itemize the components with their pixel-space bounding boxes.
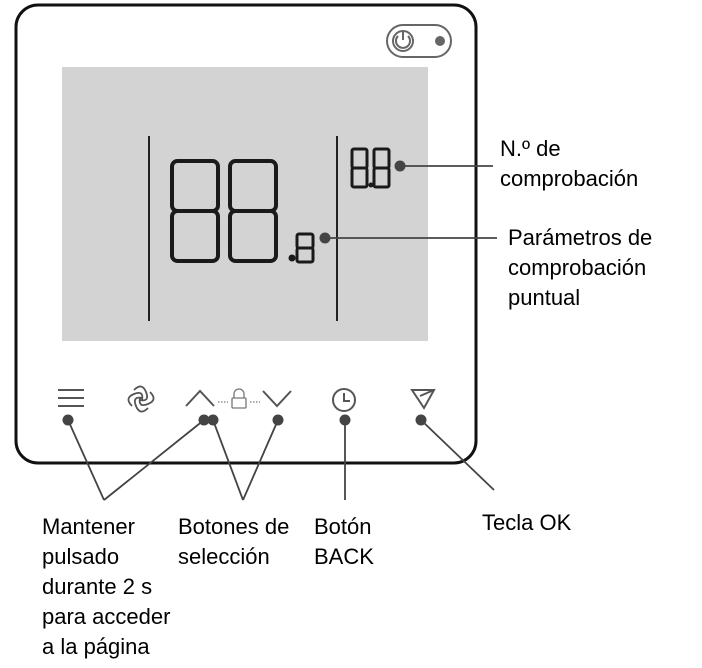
ok-check-icon[interactable]	[410, 389, 436, 410]
label-ok-key: Tecla OK	[482, 510, 572, 535]
up-arrow-icon[interactable]	[185, 389, 215, 407]
label-spot-check-params: Parámetros de comprobación puntual	[508, 225, 653, 310]
label-back-button: Botón BACK	[314, 514, 374, 569]
callout-dot-menu	[62, 414, 74, 426]
label-check-number: N.º de comprobación	[500, 136, 639, 191]
callout-dot-up-b	[207, 414, 219, 426]
small-digits	[350, 147, 391, 189]
main-digit-1	[228, 159, 278, 263]
callout-dot-up-a	[198, 414, 210, 426]
lcd-display	[62, 67, 428, 341]
main-digits	[170, 159, 278, 263]
menu-icon[interactable]	[58, 389, 84, 407]
down-arrow-icon[interactable]	[262, 390, 292, 408]
main-digit-0	[170, 159, 220, 263]
callout-dots	[62, 160, 427, 426]
label-hold-press: Mantener pulsado durante 2 s para accede…	[42, 514, 171, 659]
decimal-point	[288, 254, 296, 262]
callout-dot-parameters	[319, 232, 331, 244]
callout-dot-clock	[339, 414, 351, 426]
callout-lines	[67, 165, 497, 501]
lock-icon[interactable]	[218, 388, 260, 409]
small-decimal-point	[368, 182, 374, 188]
callout-dot-down	[272, 414, 284, 426]
callout-dot-check-number	[394, 160, 406, 172]
fan-icon[interactable]	[127, 385, 155, 413]
small-digit-1	[372, 147, 391, 189]
callout-dot-ok	[415, 414, 427, 426]
clock-icon[interactable]	[332, 388, 356, 412]
power-icon[interactable]	[386, 24, 452, 58]
small-digit-0	[350, 147, 369, 189]
decimal-digit	[295, 232, 315, 264]
decimal-digit-0	[295, 232, 315, 264]
label-selection-buttons: Botones de selección	[178, 514, 290, 569]
